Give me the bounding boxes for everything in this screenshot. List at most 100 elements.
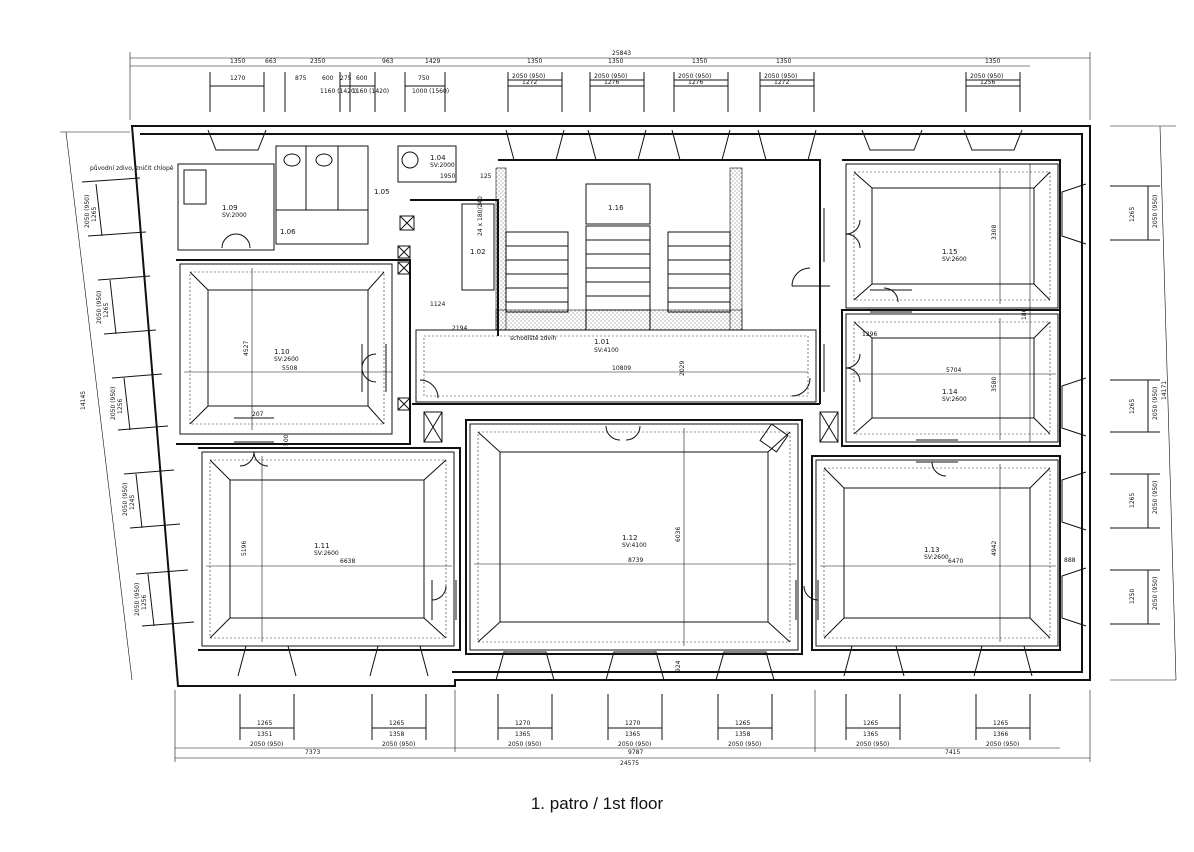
window-dim: 2050 (950) xyxy=(764,73,797,80)
room-label: 1.04 xyxy=(430,154,446,162)
window-dim: 1265 xyxy=(91,207,98,222)
room-depth: 6036 xyxy=(675,527,682,542)
left-windows: 1265 1265 1256 1245 1256 2050 (950) 2050… xyxy=(81,177,195,627)
window-dim: 2050 (950) xyxy=(970,73,1003,80)
top-seg-dim: 963 xyxy=(382,58,394,65)
top-total-dim: 25843 xyxy=(612,50,631,57)
top-seg-dim: 1350 xyxy=(230,58,245,65)
window-dim: 2050 (950) xyxy=(728,741,761,748)
note-text: schodiště zdvih xyxy=(510,335,557,342)
room-sv: SV:4100 xyxy=(594,347,619,354)
top-seg-dim: 2350 xyxy=(310,58,325,65)
dim-text: 888 xyxy=(1064,557,1076,564)
bottom-seg-3: 7415 xyxy=(945,749,960,756)
window-dim: 275 xyxy=(340,75,352,82)
right-total-dim: 14171 xyxy=(1161,381,1168,400)
room-depth: 4942 xyxy=(991,541,998,556)
window-dim: 2050 (950) xyxy=(1152,481,1159,514)
room-label: 1.02 xyxy=(470,248,486,256)
window-dim: 2050 (950) xyxy=(856,741,889,748)
room-sv: SV:2600 xyxy=(942,256,967,263)
window-dim: 1256 xyxy=(141,595,148,610)
window-dim: 2050 (950) xyxy=(250,741,283,748)
window-dim: 2050 (950) xyxy=(134,583,141,616)
top-seg-dim: 663 xyxy=(265,58,277,65)
room-depth: 5196 xyxy=(241,541,248,556)
window-dim: 2050 (950) xyxy=(1152,195,1159,228)
dimension-lines xyxy=(60,52,1177,762)
room-1-11: 1.11 SV:2600 6638 5196 207 500 xyxy=(201,411,455,647)
window-dim: 1265 xyxy=(1129,399,1136,414)
window-dim: 2050 (950) xyxy=(1152,387,1159,420)
window-dim: 2050 (950) xyxy=(122,483,129,516)
window-dim: 1250 xyxy=(1129,589,1136,604)
doors xyxy=(221,208,958,620)
dim-text: 180 xyxy=(1021,308,1028,320)
dim-text: 500 xyxy=(283,434,290,446)
window-dim: 2050 (950) xyxy=(594,73,627,80)
window-dim: 1272 xyxy=(522,79,537,86)
bottom-windows: 1265 1265 1270 1270 1265 1265 1265 1351 … xyxy=(239,694,1031,748)
window-dim: 1245 xyxy=(129,495,136,510)
window-dim: 1256 xyxy=(980,79,995,86)
bottom-seg-2: 9787 xyxy=(628,749,643,756)
window-dim: 1000 (1560) xyxy=(412,88,449,95)
window-dim: 2050 (950) xyxy=(512,73,545,80)
window-dim: 1365 xyxy=(863,731,878,738)
building-outline xyxy=(130,125,1091,687)
room-1-02: 1.02 24 x 180/240 xyxy=(461,196,495,291)
room-depth: 3580 xyxy=(991,377,998,392)
window-dim: 2050 (950) xyxy=(96,291,103,324)
dim-text: 1124 xyxy=(430,301,445,308)
dim-text: 1950 xyxy=(440,173,455,180)
right-windows: 1265 1265 1265 1250 2050 (950) 2050 (950… xyxy=(1110,185,1160,625)
window-dim: 1366 xyxy=(993,731,1008,738)
room-width: 8739 xyxy=(628,557,643,564)
window-dim: 1270 xyxy=(515,720,530,727)
room-label: 1.14 xyxy=(942,388,958,396)
room-label: 1.16 xyxy=(608,204,624,212)
room-width: 5508 xyxy=(282,365,297,372)
top-seg-dim: 1350 xyxy=(527,58,542,65)
room-label: 1.12 xyxy=(622,534,638,542)
left-total-dim: 14145 xyxy=(80,391,87,410)
room-sv: SV:4100 xyxy=(622,542,647,549)
partitions xyxy=(176,159,1061,655)
room-sv: SV:2000 xyxy=(430,162,455,169)
window-dim: 1265 xyxy=(1129,207,1136,222)
window-dim: 1272 xyxy=(774,79,789,86)
top-seg-dim: 1350 xyxy=(692,58,707,65)
top-segment-dims: 1350 663 2350 963 1429 1350 1350 1350 13… xyxy=(230,58,1000,65)
room-1-10: 1.10 SV:2600 5508 4527 xyxy=(179,263,393,435)
window-dim: 1270 xyxy=(230,75,245,82)
window-dim: 600 xyxy=(356,75,368,82)
room-label: 1.13 xyxy=(924,546,940,554)
window-dim: 1351 xyxy=(257,731,272,738)
window-dim: 1256 xyxy=(117,399,124,414)
room-width: 6638 xyxy=(340,558,355,565)
window-dim: 1358 xyxy=(735,731,750,738)
window-dim: 2050 (950) xyxy=(382,741,415,748)
room-1-13: 1.13 SV:2600 6470 4942 888 xyxy=(815,459,1076,647)
window-dim: 1265 xyxy=(863,720,878,727)
room-width: 5704 xyxy=(946,367,961,374)
window-dim: 1276 xyxy=(688,79,703,86)
window-dim: 1265 xyxy=(257,720,272,727)
window-dim: 2050 (950) xyxy=(1152,577,1159,610)
bottom-total-dim: 24575 xyxy=(620,760,639,767)
room-label: 1.09 xyxy=(222,204,238,212)
room-sv: SV:2000 xyxy=(222,212,247,219)
room-sv: SV:2600 xyxy=(942,396,967,403)
room-label: 1.01 xyxy=(594,338,610,346)
window-dim: 1358 xyxy=(389,731,404,738)
dim-text: 2194 xyxy=(452,325,467,332)
drawing-caption: 1. patro / 1st floor xyxy=(530,794,664,813)
room-width: 10809 xyxy=(612,365,631,372)
room-sv: SV:2600 xyxy=(314,550,339,557)
room-sv: SV:2600 xyxy=(274,356,299,363)
window-dim: 1160 (1420) xyxy=(320,88,357,95)
top-seg-dim: 1350 xyxy=(776,58,791,65)
shafts xyxy=(397,215,839,443)
window-dim: 1265 xyxy=(735,720,750,727)
